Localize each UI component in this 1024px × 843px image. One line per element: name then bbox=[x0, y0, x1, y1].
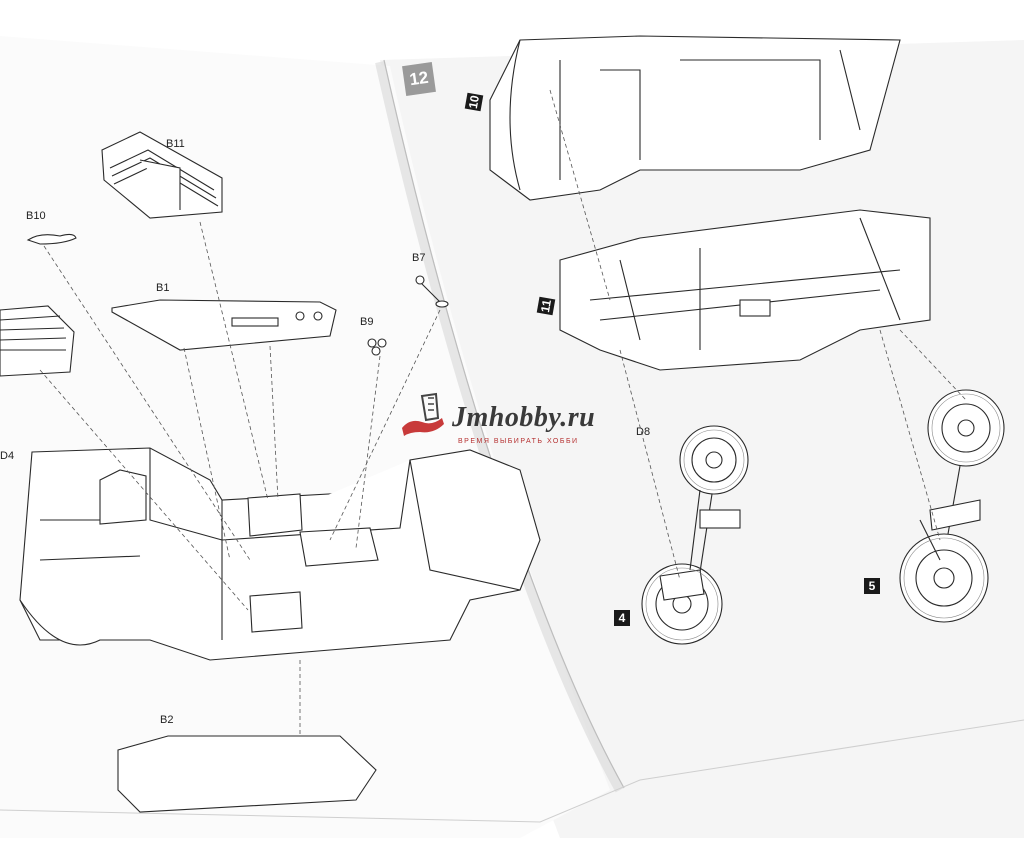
watermark: Jmhobby.ru ВРЕМЯ ВЫБИРАТЬ ХОББИ bbox=[388, 382, 648, 462]
watermark-name: Jmhobby.ru bbox=[452, 402, 596, 433]
part-label-d8: D8 bbox=[636, 426, 651, 438]
step-number-11: 11 bbox=[536, 296, 556, 316]
assembly-guide-lines bbox=[39, 89, 967, 736]
part-label-d4: D4 bbox=[0, 450, 15, 462]
part-label-b10: B10 bbox=[26, 210, 46, 222]
step-number-12: 12 bbox=[402, 62, 436, 96]
part-label-b11: B11 bbox=[166, 138, 185, 150]
chair-logo-icon bbox=[402, 392, 444, 436]
step-number-10: 10 bbox=[464, 92, 484, 112]
part-label-b9: B9 bbox=[360, 316, 374, 328]
step-number-5: 5 bbox=[864, 578, 880, 594]
tire-treads bbox=[645, 393, 1001, 641]
watermark-tagline: ВРЕМЯ ВЫБИРАТЬ ХОББИ bbox=[458, 438, 579, 445]
line-art bbox=[0, 35, 1005, 813]
step-number-4: 4 bbox=[614, 610, 630, 626]
part-label-b2: B2 bbox=[160, 714, 174, 726]
part-label-b1: B1 bbox=[156, 282, 170, 294]
part-label-b7: B7 bbox=[412, 252, 426, 264]
